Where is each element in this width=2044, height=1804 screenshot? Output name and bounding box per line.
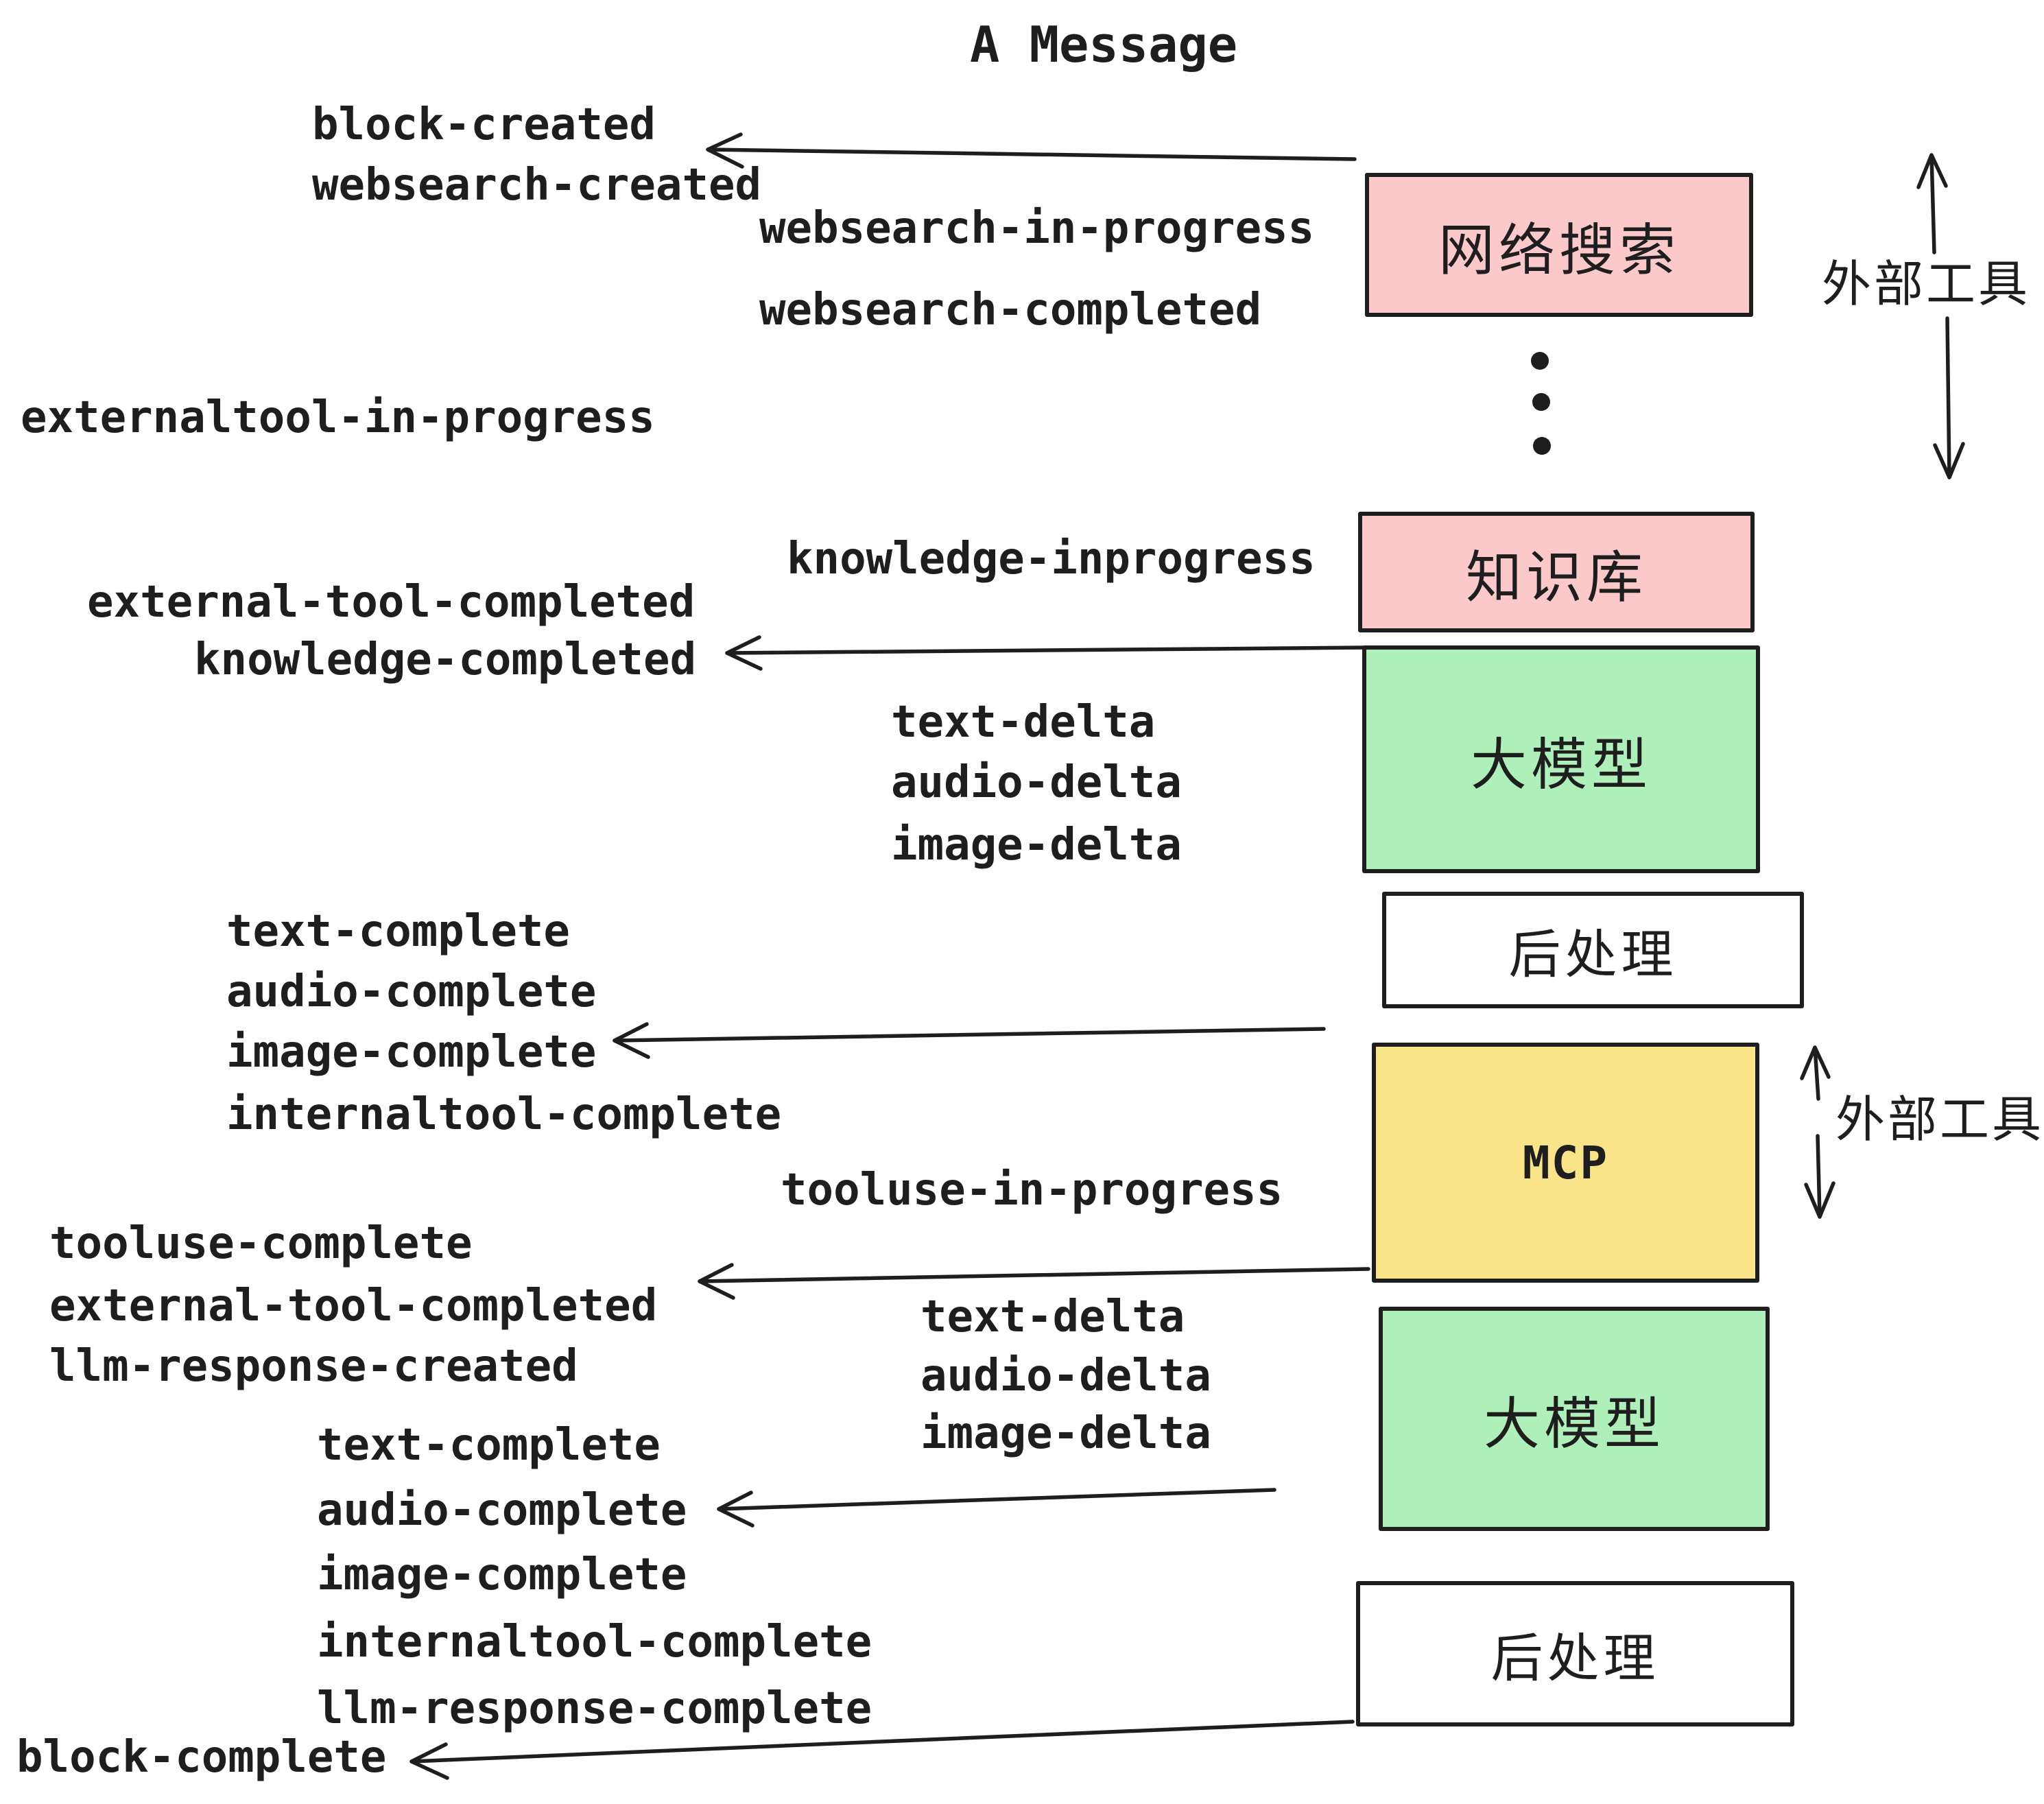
box-postprocess-bottom-label: 后处理 [1490,1628,1660,1689]
event-text-delta: text-delta [891,697,1156,748]
ellipsis-dots [1531,352,1551,455]
event-image-delta-2: image-delta [920,1408,1211,1459]
double-arrow-external-tools-bottom [1800,1045,1835,1219]
double-arrow-external-tools-top [1916,153,1965,479]
box-llm-top-label: 大模型 [1470,732,1652,798]
event-audio-delta-2: audio-delta [920,1351,1211,1401]
arrow-to-knowledge-completed [725,635,1367,671]
arrow-to-image-complete [613,1022,1326,1059]
event-llm-response-complete: llm-response-complete [317,1683,872,1734]
box-llm-top: 大模型 [1362,645,1760,873]
event-external-tool-completed-2: external-tool-completed [49,1281,658,1331]
diagram-title: A Message [970,16,1238,73]
event-websearch-completed: websearch-completed [759,285,1262,335]
event-audio-complete-2: audio-complete [317,1485,687,1536]
box-postprocess-bottom: 后处理 [1356,1581,1794,1726]
event-text-complete: text-complete [226,906,570,957]
arrow-to-audio-complete [717,1488,1276,1528]
event-image-complete-2: image-complete [317,1550,687,1600]
box-llm-bottom-label: 大模型 [1483,1392,1665,1457]
box-mcp: MCP [1372,1043,1759,1283]
external-tools-label-top: 外部工具 [1822,255,2031,313]
event-audio-delta: audio-delta [891,757,1182,808]
box-knowledge-base: 知识库 [1358,512,1755,632]
event-internaltool-complete-2: internaltool-complete [317,1617,872,1667]
event-knowledge-inprogress: knowledge-inprogress [787,534,1316,584]
event-block-created: block-created [312,99,656,150]
event-image-complete: image-complete [226,1027,597,1078]
external-tools-label-bottom: 外部工具 [1835,1091,2044,1148]
event-external-tool-completed: external-tool-completed [87,577,696,628]
box-websearch-label: 网络搜索 [1438,217,1680,283]
event-externaltool-in-progress: externaltool-in-progress [21,392,655,443]
event-block-complete: block-complete [16,1732,387,1783]
event-llm-response-created: llm-response-created [49,1341,578,1392]
box-mcp-label: MCP [1522,1136,1609,1189]
box-postprocess-top-label: 后处理 [1508,924,1678,985]
event-audio-complete: audio-complete [226,966,597,1017]
box-knowledge-base-label: 知识库 [1465,545,1647,610]
box-websearch: 网络搜索 [1365,173,1753,317]
event-websearch-in-progress: websearch-in-progress [759,203,1315,254]
arrow-to-block-created [706,132,1357,169]
event-text-delta-2: text-delta [920,1292,1185,1342]
event-text-complete-2: text-complete [317,1420,661,1471]
event-tooluse-complete: tooluse-complete [49,1218,473,1269]
event-knowledge-completed: knowledge-completed [194,634,697,685]
box-postprocess-top: 后处理 [1382,892,1804,1008]
event-tooluse-in-progress: tooluse-in-progress [781,1165,1283,1215]
event-websearch-created: websearch-created [312,160,762,211]
event-image-delta: image-delta [891,820,1182,870]
event-internaltool-complete: internaltool-complete [226,1089,782,1140]
box-llm-bottom: 大模型 [1379,1307,1770,1531]
